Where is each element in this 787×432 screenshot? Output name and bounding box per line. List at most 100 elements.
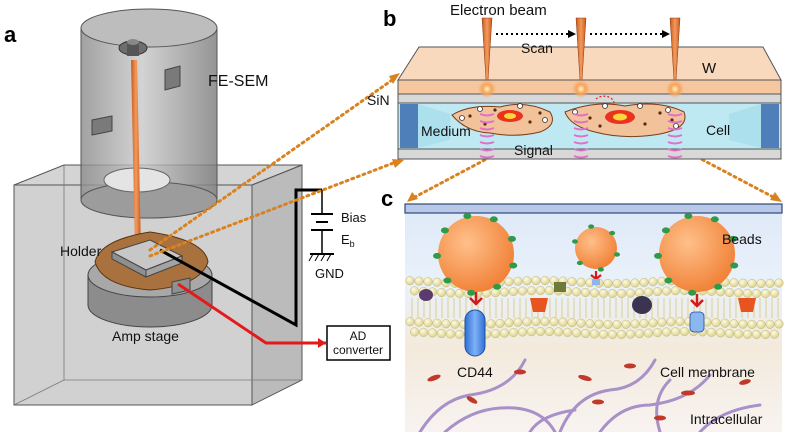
bead-knob [654, 252, 663, 259]
bead-knob [664, 277, 673, 284]
eb-label: Eb [341, 232, 355, 249]
lipid-head [720, 318, 730, 328]
bead-knob [684, 212, 693, 219]
bias-label: Bias [341, 210, 367, 225]
bead-knob [614, 252, 621, 257]
lipid-bilayer [405, 276, 784, 339]
lipid-head [608, 329, 618, 339]
lipid-head [581, 328, 591, 338]
lipid-head [437, 329, 447, 339]
lipid-head [761, 288, 771, 298]
lipid-head [554, 327, 564, 337]
lipid-head [608, 288, 618, 298]
bead-knob [576, 260, 583, 266]
lipid-head [563, 327, 573, 337]
lipid-head [743, 329, 753, 339]
lipid-head [657, 317, 667, 327]
w-label: W [702, 60, 717, 77]
lipid-head [621, 319, 631, 329]
lipid-head [653, 328, 663, 338]
panel-c: c [381, 186, 784, 432]
sem-column [80, 8, 218, 250]
lipid-head [765, 278, 775, 288]
lipid-head [545, 327, 555, 337]
lipid-head [756, 278, 766, 288]
scan-label: Scan [521, 40, 553, 56]
signal-waves [479, 113, 683, 159]
receptor-small [689, 311, 705, 333]
lipid-head [455, 329, 465, 339]
lipid-head [491, 288, 501, 298]
lipid-head [509, 287, 519, 297]
lipid-head [599, 288, 609, 298]
w-layer-top [397, 46, 782, 81]
lipid-head [500, 287, 510, 297]
bias-wire [159, 188, 322, 328]
membrane-protein-purple-1 [419, 289, 433, 301]
lipid-head [527, 327, 537, 337]
electron-beam-a [131, 60, 141, 250]
lipid-head [450, 319, 460, 329]
vesicles [427, 363, 751, 421]
lipid-head [675, 317, 685, 327]
signal-wire [177, 282, 326, 345]
bead-knob [463, 212, 472, 219]
electron-beam-label: Electron beam [450, 2, 547, 19]
lipid-head [612, 319, 622, 329]
lipid-head [662, 286, 672, 296]
lipid-head [635, 329, 645, 339]
lipid-head [522, 317, 532, 327]
lipid-head [711, 318, 721, 328]
lipid-head [567, 318, 577, 328]
bead-knob [440, 227, 449, 234]
lipid-head [446, 288, 456, 298]
bead-knob [467, 289, 476, 296]
lipid-head [635, 288, 645, 298]
lipid-head [774, 278, 784, 288]
lipid-head [648, 318, 658, 328]
lipid-head [441, 319, 451, 329]
lipid-head [513, 276, 523, 286]
lipid-head [671, 286, 681, 296]
signal-arrow-head [318, 338, 326, 348]
lipid-head [765, 319, 775, 329]
gnd-label: GND [315, 266, 344, 281]
arrow-head-4 [770, 192, 782, 202]
lipid-head [522, 276, 532, 286]
lipid-head [513, 317, 523, 327]
lipid-head [761, 329, 771, 339]
lipid-head [626, 329, 636, 339]
lipid-head [590, 329, 600, 339]
lipid-head [639, 277, 649, 287]
lipid-head [410, 327, 420, 337]
lipid-head [423, 277, 433, 287]
lipid-head [585, 319, 595, 329]
lipid-head [428, 328, 438, 338]
lipid-head [644, 328, 654, 338]
ad-label-line2: converter [333, 343, 383, 357]
lipid-head [410, 286, 420, 296]
lipid-head [540, 317, 550, 327]
lipid-head [491, 329, 501, 339]
lipid-head [419, 327, 429, 337]
bead-knob [710, 216, 719, 223]
lipid-head [531, 317, 541, 327]
amp-stage-label: Amp stage [112, 328, 179, 344]
lipid-head [590, 288, 600, 298]
bead-knob [728, 235, 737, 242]
connector-a-b-bottom [148, 160, 398, 258]
sin-membrane-top [404, 203, 783, 214]
lipid-head [738, 319, 748, 329]
lipid-head [423, 318, 433, 328]
bead-knob [433, 252, 442, 259]
lipid-head [414, 317, 424, 327]
medium-label: Medium [421, 123, 471, 139]
lipid-head [734, 288, 744, 298]
lipid-head [531, 276, 541, 286]
lipid-head [662, 327, 672, 337]
bead-knob [588, 224, 595, 229]
bead-1 [438, 216, 514, 306]
lipid-head [648, 277, 658, 287]
spacer-left [400, 104, 418, 148]
